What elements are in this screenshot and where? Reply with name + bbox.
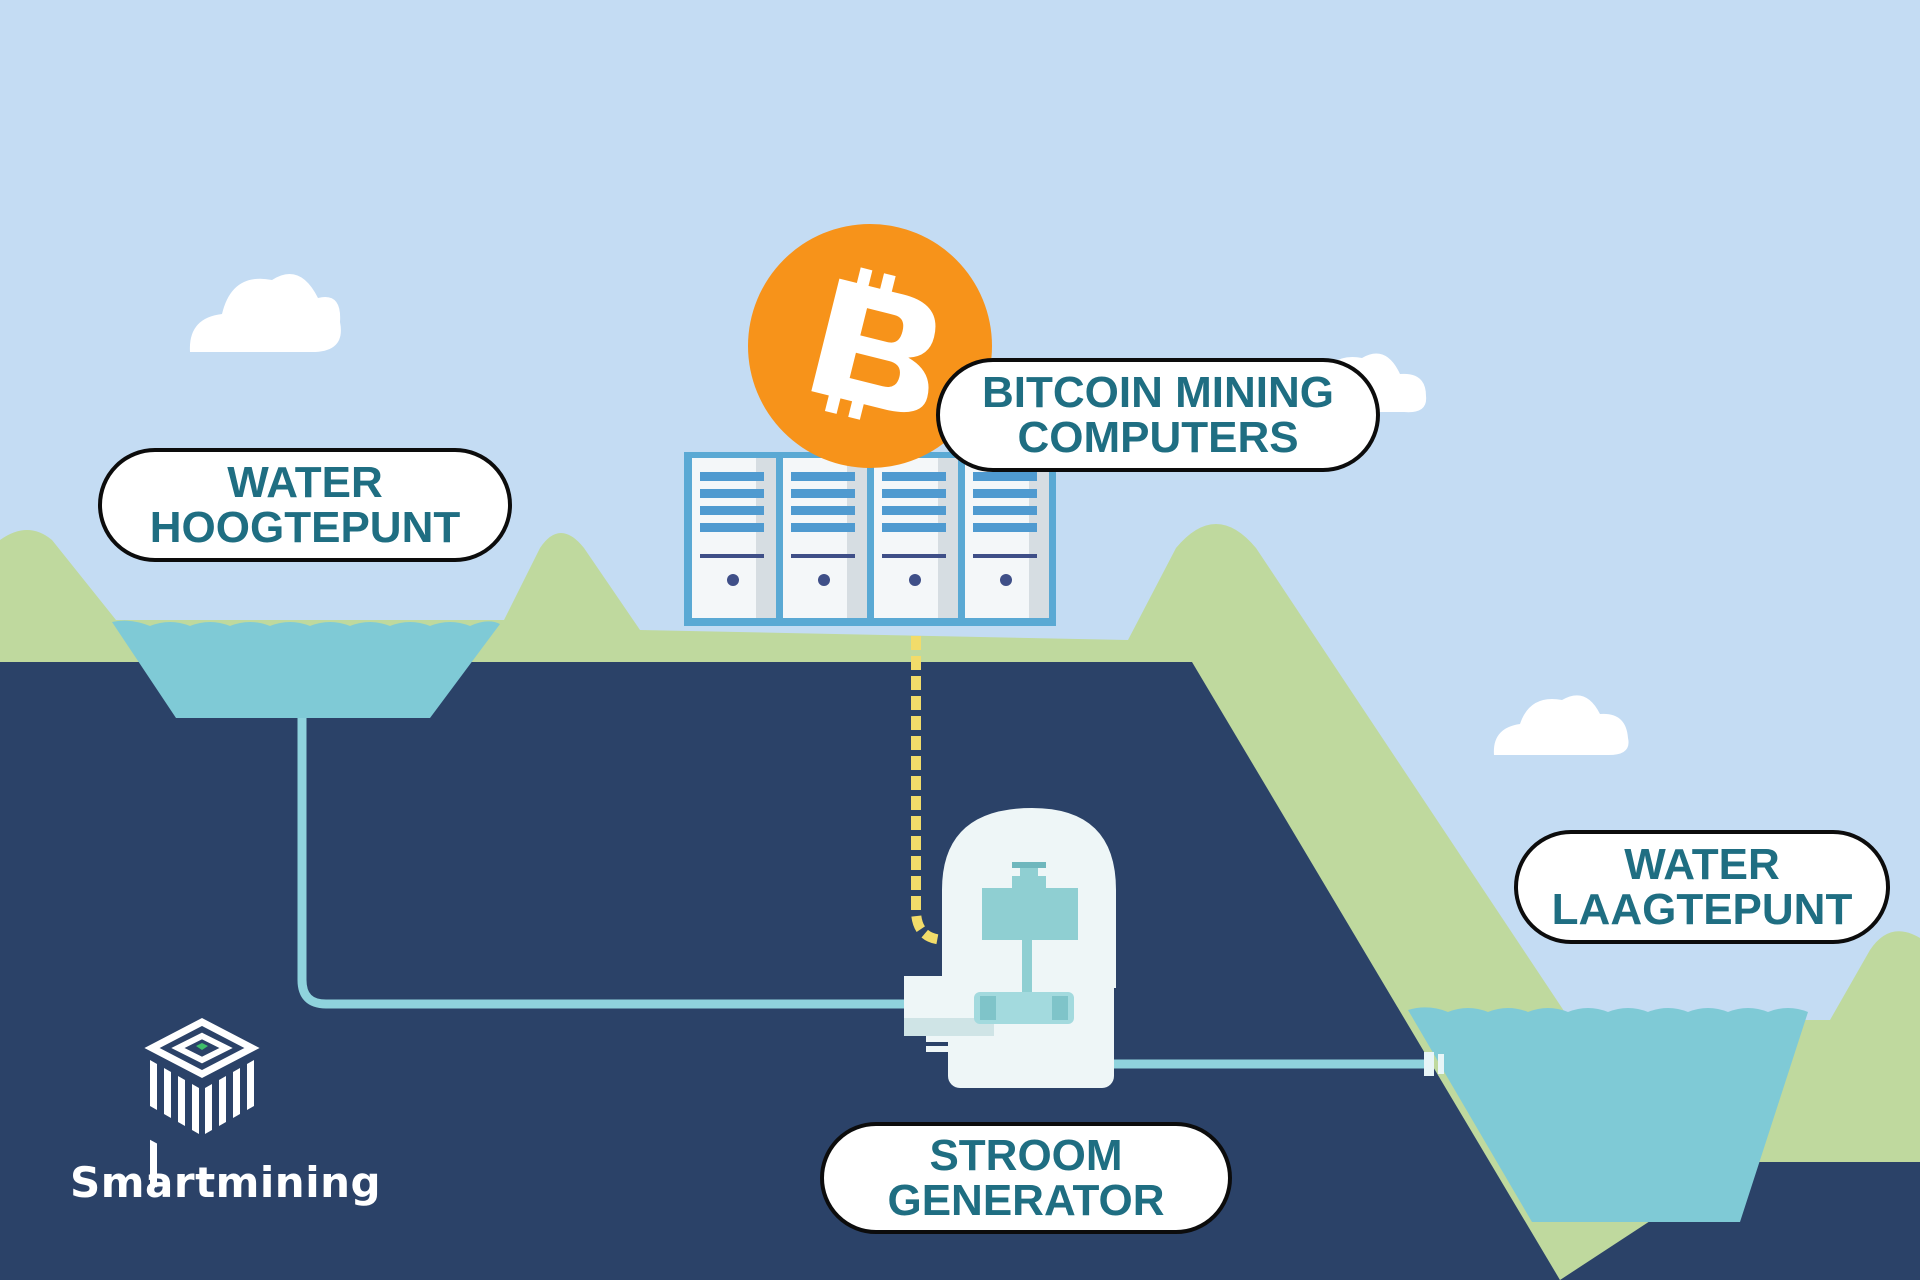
label-power-generator: STROOM GENERATOR	[820, 1122, 1232, 1234]
label-line: GENERATOR	[887, 1176, 1165, 1225]
bitcoin-icon	[748, 224, 992, 468]
label-water-high: WATER HOOGTEPUNT	[98, 448, 512, 562]
pipe-outlet	[1438, 1054, 1444, 1074]
pipe-outlet	[1424, 1052, 1434, 1076]
label-line: BITCOIN MINING	[982, 368, 1334, 417]
label-water-low: WATER LAAGTEPUNT	[1514, 830, 1890, 944]
brand-name: Smartmining	[70, 1158, 382, 1207]
server-rack-icon	[684, 452, 1056, 626]
server-unit	[783, 458, 867, 618]
cloud-icon	[189, 274, 341, 352]
label-line: HOOGTEPUNT	[149, 503, 461, 552]
inflow-pipe	[297, 718, 940, 1009]
label-bitcoin-mining: BITCOIN MINING COMPUTERS	[936, 358, 1380, 472]
server-unit	[874, 458, 958, 618]
cloud-icon	[1493, 695, 1629, 756]
lower-lake	[1408, 1007, 1808, 1222]
label-line: STROOM	[929, 1131, 1123, 1180]
label-line: WATER	[1624, 840, 1780, 889]
server-unit	[965, 458, 1049, 618]
smartmining-cube-logo	[144, 1018, 260, 1188]
server-unit	[692, 458, 776, 618]
label-line: LAAGTEPUNT	[1551, 885, 1853, 934]
label-line: COMPUTERS	[1017, 413, 1299, 462]
label-line: WATER	[227, 458, 383, 507]
upper-reservoir	[112, 620, 500, 718]
turbine-generator-icon	[904, 808, 1116, 1088]
